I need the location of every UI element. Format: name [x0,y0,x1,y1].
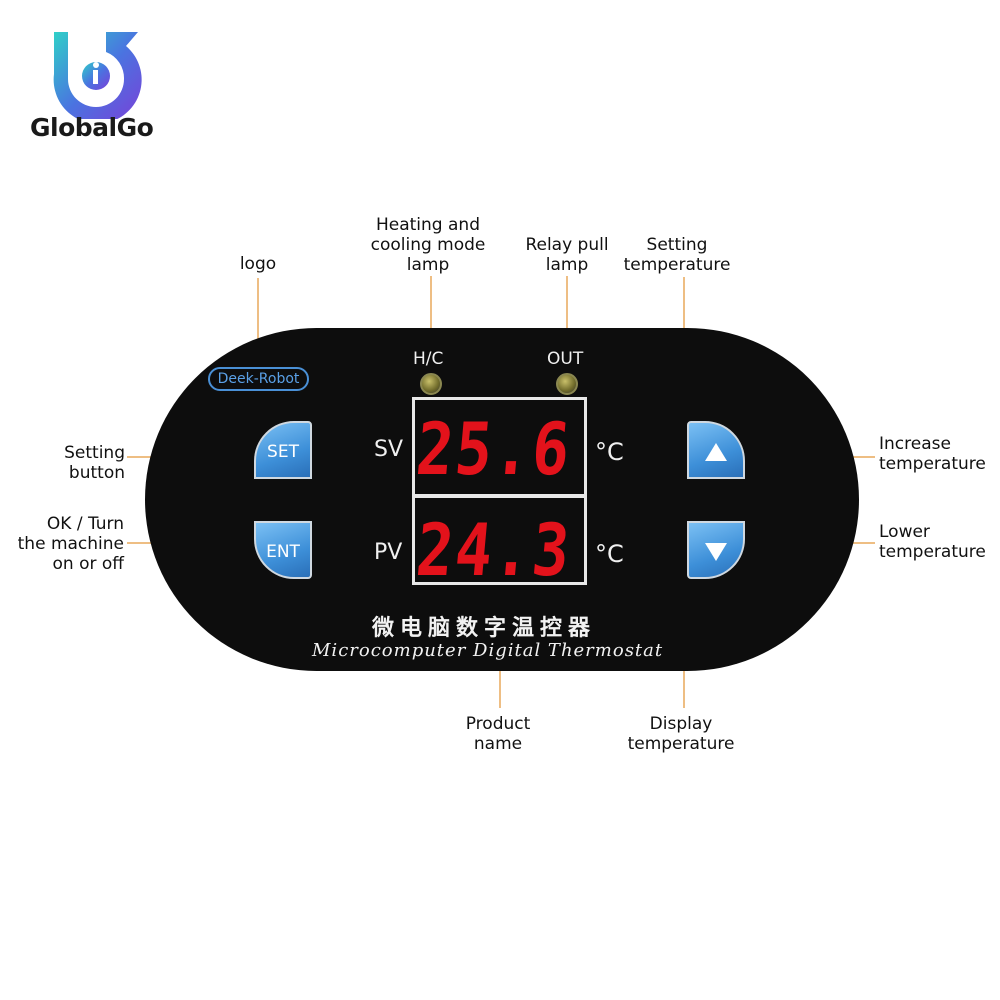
callout-hc-lamp: Heating and cooling mode lamp [370,215,486,275]
hc-lamp-label: H/C [413,349,444,369]
callout-increase-temperature: Increase temperature [879,434,986,474]
arrow-up-icon [705,443,727,461]
hc-lamp-indicator [420,373,442,395]
sv-value-display: 25.6 [413,407,575,491]
pv-label: PV [374,540,403,565]
out-lamp-label: OUT [547,349,584,369]
callout-relay-lamp: Relay pull lamp [525,235,609,275]
callout-logo: logo [239,254,277,274]
maker-logo-badge: Deek-Robot [208,367,309,391]
out-lamp-indicator [556,373,578,395]
callout-product-name: Product name [465,714,531,754]
pv-value-display: 24.3 [413,508,575,592]
pv-unit: °C [595,540,624,568]
callout-setting-temperature: Setting temperature [623,235,731,275]
arrow-down-icon [705,543,727,561]
product-name-english: Microcomputer Digital Thermostat [312,640,664,661]
sv-label: SV [374,437,404,462]
sv-unit: °C [595,438,624,466]
globalgo-logo-icon [53,32,142,119]
led-display-divider [412,494,587,498]
product-name-chinese: 微电脑数字温控器 [372,615,597,641]
callout-ok-turn: OK / Turn the machine on or off [17,514,124,574]
thermostat-panel [145,328,859,671]
callout-display-temperature: Display temperature [627,714,735,754]
callout-lower-temperature: Lower temperature [879,522,986,562]
brand-name: GlobalGo [30,113,154,142]
led-display-frame [412,397,587,585]
callout-setting-button: Setting button [64,443,125,483]
